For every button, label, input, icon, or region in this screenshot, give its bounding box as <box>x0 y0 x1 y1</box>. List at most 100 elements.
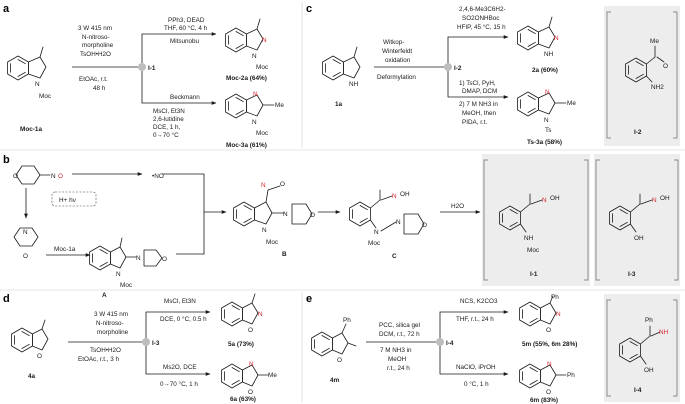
svg-text:O: O <box>663 63 668 70</box>
svg-text:N: N <box>542 197 547 204</box>
svg-text:O: O <box>546 389 551 396</box>
svg-text:Winterfeldt: Winterfeldt <box>382 48 412 55</box>
svg-text:Moc: Moc <box>256 130 269 137</box>
svg-text:2) 7 M NH3 in: 2) 7 M NH3 in <box>459 101 498 108</box>
molecule-ts-3a: N Me N Ts <box>517 89 576 134</box>
svg-text:MsCl, Et3N: MsCl, Et3N <box>153 108 185 115</box>
svg-text:NH: NH <box>544 51 554 58</box>
molecule-a: N O N Moc <box>89 237 167 289</box>
svg-text:N: N <box>252 53 257 60</box>
svg-text:0→70 °C, 1 h: 0→70 °C, 1 h <box>160 380 198 388</box>
svg-text:N: N <box>51 173 56 180</box>
molecule-6a: N Me O <box>221 361 277 396</box>
panel-label-d: d <box>3 293 10 305</box>
molecule-moc-1a: N Moc <box>7 46 52 100</box>
product-5m: 5m (55%, 6m 28%) <box>522 341 577 348</box>
svg-text:NCS, K2CO3: NCS, K2CO3 <box>460 298 498 305</box>
svg-text:O: O <box>248 327 253 334</box>
molecule-b: N O N O N Moc <box>233 181 315 246</box>
molecule-2a: N NH <box>517 16 559 58</box>
svg-text:2,6-lutidine: 2,6-lutidine <box>153 116 184 123</box>
molecule-4m: Ph O <box>311 317 357 364</box>
svg-text:Mitsunobu: Mitsunobu <box>170 38 200 45</box>
box-label-i4: I-4 <box>634 387 642 394</box>
panel-label-b: b <box>3 154 10 166</box>
svg-text:HFIP, 45 °C, 15 h: HFIP, 45 °C, 15 h <box>457 23 506 31</box>
molecule-morpholinium: N O <box>13 227 39 260</box>
svg-text:O: O <box>13 173 18 180</box>
svg-text:O: O <box>23 253 28 260</box>
svg-text:N: N <box>396 219 401 226</box>
svg-text:OH: OH <box>634 235 644 242</box>
molecule-5m: Ph N O <box>519 294 561 334</box>
svg-text:N: N <box>283 211 288 218</box>
label-c: C <box>392 253 397 260</box>
svg-text:N: N <box>374 229 379 236</box>
water-label: H2O <box>451 203 464 210</box>
acid-light-label: H+ hν <box>59 197 76 204</box>
svg-text:N: N <box>545 89 550 96</box>
svg-text:NH: NH <box>349 81 359 88</box>
substrate-4a: 4a <box>28 373 36 380</box>
panel-c: c NH 1a Witkop- Winterfeldt oxidation De… <box>306 3 680 146</box>
svg-text:N: N <box>544 117 549 124</box>
svg-text:O: O <box>546 327 551 334</box>
intermediate-label-i1: I-1 <box>148 65 156 72</box>
svg-text:MeOH: MeOH <box>388 356 407 363</box>
svg-text:O: O <box>58 173 63 180</box>
svg-text:EtOAc, r.t., 3 h: EtOAc, r.t., 3 h <box>78 356 119 363</box>
svg-text:OH: OH <box>400 191 410 198</box>
svg-text:Moc: Moc <box>266 239 279 246</box>
svg-text:N: N <box>392 193 397 200</box>
hv-box <box>51 191 97 207</box>
svg-text:N: N <box>652 197 657 204</box>
molecule-1a: NH <box>322 46 361 88</box>
svg-text:Ts: Ts <box>545 127 551 134</box>
svg-text:Me: Me <box>268 372 277 379</box>
label-i3: I-3 <box>628 271 636 278</box>
svg-text:DMAP, DCM: DMAP, DCM <box>462 88 497 95</box>
svg-text:OH: OH <box>644 367 654 374</box>
svg-text:3 W 415 nm: 3 W 415 nm <box>78 25 112 32</box>
svg-text:NH: NH <box>524 235 534 242</box>
svg-text:Beckmann: Beckmann <box>170 94 200 101</box>
svg-text:O: O <box>422 222 427 229</box>
svg-text:DCE, 0 °C, 0.5 h: DCE, 0 °C, 0.5 h <box>160 315 207 323</box>
svg-text:N: N <box>136 255 141 262</box>
svg-text:DCE, 1 h,: DCE, 1 h, <box>153 124 181 131</box>
svg-text:THF, 60 °C, 4 h: THF, 60 °C, 4 h <box>164 24 208 32</box>
svg-text:N: N <box>554 35 559 42</box>
substrate-4m: 4m <box>330 377 340 384</box>
svg-text:PCC, silica gel: PCC, silica gel <box>379 322 420 329</box>
svg-text:0 °C, 1 h: 0 °C, 1 h <box>464 380 489 388</box>
product-moc-2a: Moc-2a (64%) <box>226 75 267 82</box>
svg-text:Witkop-: Witkop- <box>383 39 404 46</box>
svg-text:Deformylation: Deformylation <box>377 74 416 81</box>
svg-text:NH2: NH2 <box>651 84 664 91</box>
svg-text:N-nitroso-: N-nitroso- <box>82 34 110 41</box>
svg-text:OH: OH <box>550 195 560 202</box>
svg-text:NH: NH <box>659 329 669 336</box>
svg-text:Me: Me <box>567 100 576 107</box>
molecule-4a: O <box>11 319 49 360</box>
molecule-nitrosomorpholine: O N O <box>13 165 63 185</box>
moc-label: Moc <box>39 93 52 100</box>
label-b: B <box>282 251 287 258</box>
svg-text:Ph: Ph <box>645 317 653 324</box>
svg-text:EtOAc, r.t.: EtOAc, r.t. <box>79 76 108 83</box>
molecule-c: N OH N N O Moc <box>349 189 427 247</box>
svg-text:THF, r.t., 24 h: THF, r.t., 24 h <box>456 316 494 323</box>
svg-text:N: N <box>23 229 28 236</box>
svg-text:morpholine: morpholine <box>82 42 114 49</box>
molecule-i4: Ph NH OH <box>619 317 669 374</box>
svg-text:TsOH•H2O: TsOH•H2O <box>90 347 121 354</box>
svg-text:O: O <box>248 389 253 396</box>
molecule-6m: N Ph O <box>519 361 575 396</box>
panel-a: a N Moc Moc-1a 3 W 415 nm N-nitroso- mor… <box>3 3 284 149</box>
svg-text:N: N <box>35 81 40 88</box>
label-i1: I-1 <box>530 271 538 278</box>
molecule-5a: N O <box>221 293 263 334</box>
svg-text:N: N <box>249 361 254 368</box>
box-label-i2: I-2 <box>634 129 642 136</box>
